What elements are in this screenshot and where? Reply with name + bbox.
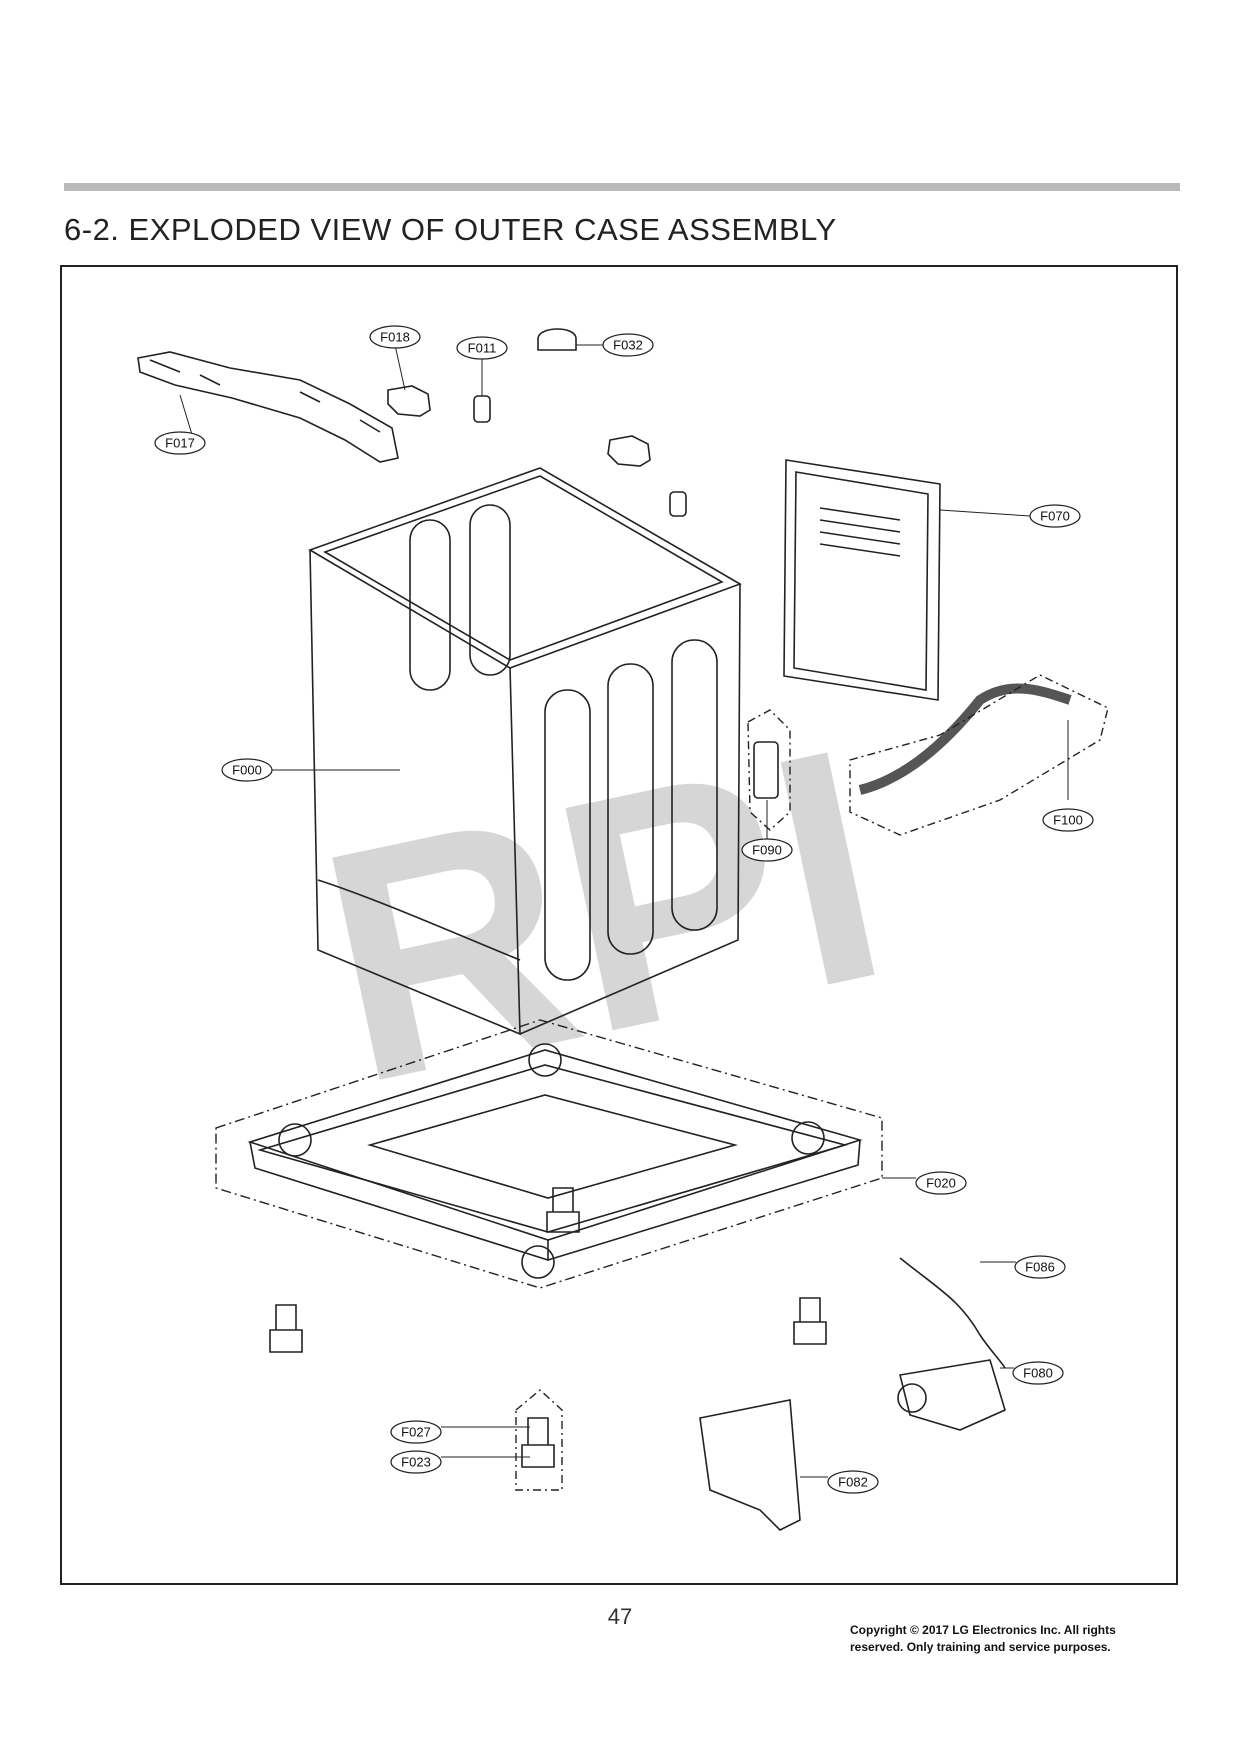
part-label-oval [369,325,421,349]
page-title: 6-2. EXPLODED VIEW OF OUTER CASE ASSEMBL… [64,212,837,247]
part-label-f011: F011 [456,336,508,360]
part-label-oval [154,431,206,455]
part-label-text: F023 [401,1455,431,1470]
copyright-line-1: Copyright © 2017 LG Electronics Inc. All… [850,1623,1116,1637]
part-label-f027: F027 [390,1420,442,1444]
part-label-f023: F023 [390,1450,442,1474]
part-label-f000: F000 [221,758,273,782]
part-label-f082: F082 [827,1470,879,1494]
part-label-oval [602,333,654,357]
hinge-clip [387,385,651,467]
part-label-text: F100 [1053,813,1083,828]
part-label-oval [1042,808,1094,832]
drain-hose [849,674,1109,836]
leveling-legs [269,1187,827,1491]
part-label-text: F017 [165,436,195,451]
part-label-text: F086 [1025,1260,1055,1275]
part-label-oval [827,1470,879,1494]
part-label-text: F080 [1023,1366,1053,1381]
bumper [669,491,687,517]
diagram-frame [60,265,1178,1585]
part-label-text: F082 [838,1475,868,1490]
part-label-oval [741,838,793,862]
part-label-oval [1014,1255,1066,1279]
bumper [473,395,491,423]
part-label-text: F032 [613,338,643,353]
part-label-text: F090 [752,843,782,858]
copyright-notice: Copyright © 2017 LG Electronics Inc. All… [850,1622,1116,1656]
cover-sheet [699,1399,801,1531]
top-frame-bar [137,351,399,463]
part-label-text: F070 [1040,509,1070,524]
copyright-line-2: reserved. Only training and service purp… [850,1640,1111,1654]
part-label-text: F000 [232,763,262,778]
leader-lines [179,344,1069,1478]
watermark-text: RPI [296,678,911,1153]
part-label-text: F018 [380,330,410,345]
part-label-f090: F090 [741,838,793,862]
part-label-f020: F020 [915,1171,967,1195]
page-number: 47 [607,1604,633,1629]
part-label-f018: F018 [369,325,421,349]
part-label-text: F020 [926,1176,956,1191]
part-label-oval [1012,1361,1064,1385]
part-label-oval [915,1171,967,1195]
part-label-oval [390,1420,442,1444]
part-label-text: F027 [401,1425,431,1440]
pressure-switch [747,709,791,831]
part-label-f032: F032 [602,333,654,357]
part-label-f017: F017 [154,431,206,455]
part-label-oval [456,336,508,360]
header-rule [64,183,1180,191]
part-label-oval [221,758,273,782]
part-label-f070: F070 [1029,504,1081,528]
clamp [537,328,577,351]
part-label-f100: F100 [1042,808,1094,832]
outer-cabinet [308,467,742,1036]
drain-pump [897,1359,1006,1431]
back-panel [783,459,941,701]
part-label-f080: F080 [1012,1361,1064,1385]
part-label-oval [390,1450,442,1474]
base-frame [215,1019,883,1289]
part-label-text: F011 [468,341,497,356]
part-label-oval [1029,504,1081,528]
wire-harness [899,1257,1006,1369]
part-label-f086: F086 [1014,1255,1066,1279]
